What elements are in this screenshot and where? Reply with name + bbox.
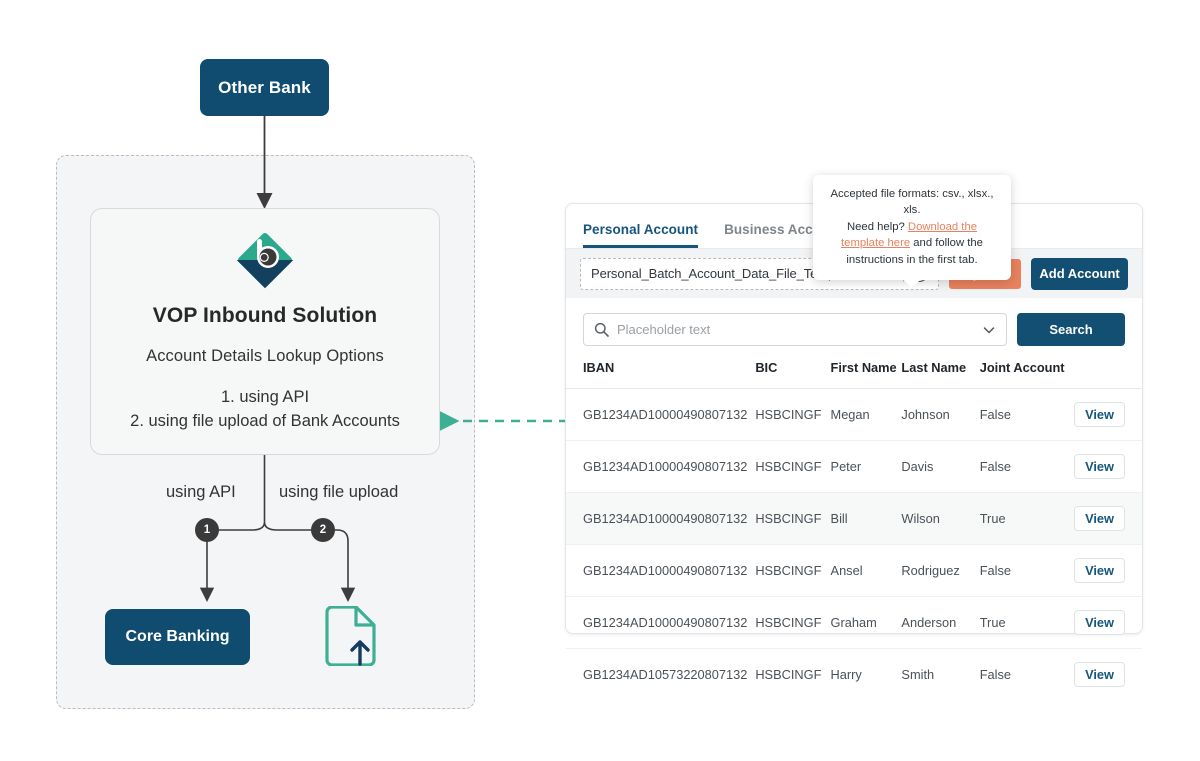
table-header-row: IBAN BIC First Name Last Name Joint Acco… bbox=[566, 360, 1142, 389]
cell-first-name: Harry bbox=[830, 667, 862, 682]
cell-actions: View bbox=[1074, 596, 1142, 649]
column-header-joint-account: Joint Account bbox=[979, 360, 1075, 389]
cell-iban: GB1234AD10000490807132 bbox=[566, 388, 756, 441]
vop-subtitle: Account Details Lookup Options bbox=[146, 347, 384, 365]
cell-actions: View bbox=[1074, 388, 1142, 441]
core-banking-label: Core Banking bbox=[125, 628, 230, 645]
cell-joint-account: False bbox=[979, 388, 1075, 441]
cell-actions: View bbox=[1074, 544, 1142, 597]
cell-bic: HSBCINGF bbox=[755, 544, 831, 597]
branch-label-using-file-upload: using file upload bbox=[279, 483, 399, 501]
cell-first-name: Peter bbox=[830, 440, 902, 493]
search-button[interactable]: Search bbox=[1017, 313, 1125, 346]
vop-logo-icon bbox=[234, 229, 296, 291]
search-icon bbox=[594, 322, 609, 337]
column-header-actions bbox=[1074, 360, 1142, 389]
accounts-table: IBAN BIC First Name Last Name Joint Acco… bbox=[566, 360, 1142, 700]
vop-solution-card: VOP Inbound Solution Account Details Loo… bbox=[90, 208, 440, 455]
cell-bic: HSBCINGF bbox=[755, 492, 831, 545]
cell-last-name: Anderson bbox=[901, 596, 980, 649]
cell-first-name: Ansel bbox=[830, 544, 902, 597]
step-badge-1: 1 bbox=[195, 518, 219, 542]
cell-joint-account: True bbox=[979, 492, 1075, 545]
vop-option-2: 2. using file upload of Bank Accounts bbox=[130, 412, 400, 430]
view-button[interactable]: View bbox=[1074, 506, 1125, 531]
cell-joint-account: False bbox=[979, 667, 1012, 682]
tooltip-line-1: Accepted file formats: csv., xlsx., xls. bbox=[830, 188, 994, 217]
other-bank-label: Other Bank bbox=[218, 77, 311, 97]
tab-personal-account-label: Personal Account bbox=[583, 222, 699, 237]
vop-title: VOP Inbound Solution bbox=[152, 304, 378, 327]
column-header-iban: IBAN bbox=[566, 360, 756, 389]
cell-first-name: Graham bbox=[830, 596, 902, 649]
cell-iban: GB1234AD10000490807132 bbox=[566, 596, 756, 649]
branch-label-using-api: using API bbox=[166, 483, 236, 501]
cell-first-name: Megan bbox=[830, 388, 902, 441]
cell-last-name: Davis bbox=[901, 440, 980, 493]
cell-bic: HSBCINGF bbox=[755, 388, 831, 441]
tooltip-suffix: and follow the instructions in the first… bbox=[846, 237, 983, 266]
vop-option-1: 1. using API bbox=[220, 388, 310, 406]
file-format-tooltip: Accepted file formats: csv., xlsx., xls.… bbox=[813, 175, 1011, 288]
table-row[interactable]: GB1234AD10573220807132 HSBCINGF Harry Smith… bbox=[566, 649, 1142, 701]
selected-file-name: Personal_Batch_Account_Data_File_Templat… bbox=[591, 266, 879, 281]
account-type-tabs: Personal Account Business Account bbox=[566, 204, 1142, 248]
view-button[interactable]: View bbox=[1074, 610, 1125, 635]
chevron-down-icon[interactable] bbox=[982, 323, 996, 337]
cell-bic: HSBCINGF bbox=[755, 667, 822, 682]
cell-last-name: Wilson bbox=[901, 492, 980, 545]
cell-last-name: Smith bbox=[901, 667, 935, 682]
search-row: Search bbox=[566, 298, 1142, 346]
search-input[interactable] bbox=[617, 322, 974, 337]
download-template-link[interactable]: Download the template here bbox=[841, 220, 978, 250]
view-button[interactable]: View bbox=[1074, 558, 1125, 583]
column-header-last-name: Last Name bbox=[901, 360, 980, 389]
other-bank-node: Other Bank bbox=[200, 59, 329, 116]
tab-business-account[interactable]: Business Account bbox=[724, 222, 842, 248]
column-header-first-name: First Name bbox=[830, 360, 902, 389]
view-button[interactable]: View bbox=[1074, 662, 1125, 687]
cell-joint-account: True bbox=[979, 596, 1075, 649]
cell-joint-account: False bbox=[979, 440, 1075, 493]
tooltip-prefix: Need help? bbox=[846, 220, 908, 233]
add-account-button[interactable]: Add Account bbox=[1031, 257, 1128, 290]
tooltip-line-2: Need help? Download the template here an… bbox=[825, 219, 999, 268]
cell-actions: View bbox=[1074, 649, 1142, 701]
cell-last-name: Rodriguez bbox=[901, 544, 980, 597]
cell-bic: HSBCINGF bbox=[755, 440, 831, 493]
cell-first-name: Bill bbox=[830, 492, 902, 545]
cell-iban: GB1234AD10573220807132 bbox=[583, 667, 748, 682]
cell-iban: GB1234AD10000490807132 bbox=[566, 492, 756, 545]
cell-iban: GB1234AD10000490807132 bbox=[566, 544, 756, 597]
search-box[interactable] bbox=[583, 313, 1007, 346]
tab-business-account-label: Business Account bbox=[724, 222, 843, 237]
file-upload-icon bbox=[322, 606, 380, 666]
cell-last-name: Johnson bbox=[901, 388, 980, 441]
step-badge-2: 2 bbox=[311, 518, 335, 542]
cell-joint-account: False bbox=[979, 544, 1075, 597]
view-button[interactable]: View bbox=[1074, 454, 1125, 479]
cell-iban: GB1234AD10000490807132 bbox=[566, 440, 756, 493]
cell-actions: View bbox=[1074, 440, 1142, 493]
tab-personal-account[interactable]: Personal Account bbox=[583, 222, 699, 248]
cell-actions: View bbox=[1074, 492, 1142, 545]
column-header-bic: BIC bbox=[755, 360, 831, 389]
core-banking-node: Core Banking bbox=[105, 609, 250, 665]
view-button[interactable]: View bbox=[1074, 402, 1125, 427]
cell-bic: HSBCINGF bbox=[755, 596, 831, 649]
